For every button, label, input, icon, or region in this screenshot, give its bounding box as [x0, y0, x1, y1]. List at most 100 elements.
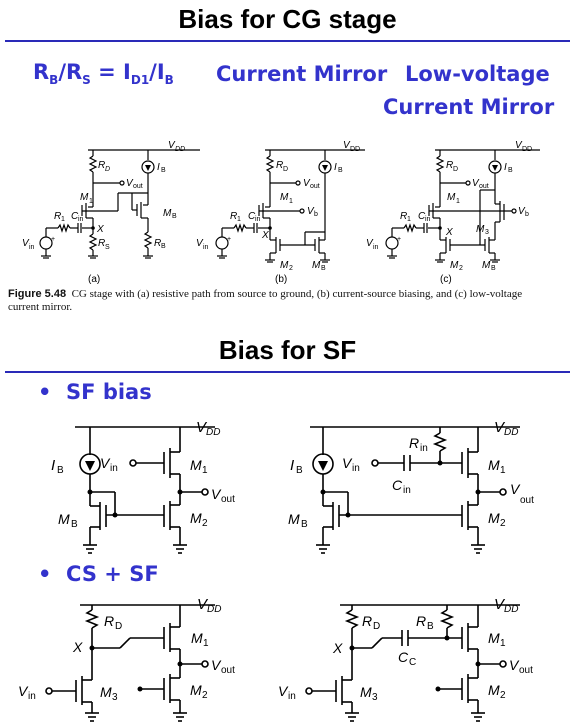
- svg-text:I: I: [334, 162, 337, 173]
- svg-text:C: C: [398, 649, 409, 665]
- svg-text:R: R: [230, 211, 237, 222]
- svg-text:C: C: [409, 657, 416, 668]
- svg-text:C: C: [392, 477, 403, 493]
- svg-text:I: I: [157, 162, 160, 173]
- svg-text:DD: DD: [175, 146, 185, 153]
- svg-text:R: R: [104, 613, 114, 629]
- svg-text:M: M: [488, 630, 500, 646]
- svg-text:1: 1: [500, 638, 506, 649]
- svg-text:B: B: [491, 265, 496, 272]
- svg-text:M: M: [191, 630, 203, 646]
- svg-text:R: R: [400, 211, 407, 222]
- label-low-voltage: Low-voltage: [405, 62, 550, 86]
- svg-text:M: M: [58, 511, 70, 527]
- svg-text:DD: DD: [350, 146, 360, 153]
- svg-text:DD: DD: [207, 604, 221, 615]
- svg-text:V: V: [18, 683, 29, 699]
- svg-text:V: V: [307, 206, 315, 217]
- svg-text:V: V: [494, 419, 506, 436]
- svg-text:3: 3: [485, 229, 489, 236]
- svg-text:1: 1: [203, 638, 209, 649]
- svg-text:in: in: [255, 216, 261, 223]
- svg-text:B: B: [296, 465, 303, 476]
- svg-text:2: 2: [202, 518, 208, 529]
- svg-text:V: V: [211, 486, 222, 502]
- svg-text:R: R: [362, 613, 372, 629]
- svg-text:V: V: [303, 178, 311, 189]
- svg-text:M: M: [312, 260, 321, 271]
- svg-text:1: 1: [89, 198, 93, 205]
- svg-text:M: M: [447, 192, 456, 203]
- svg-text:V: V: [196, 419, 208, 436]
- svg-text:in: in: [425, 216, 431, 223]
- svg-text:I: I: [290, 457, 294, 474]
- svg-text:C: C: [418, 211, 426, 222]
- svg-text:in: in: [110, 463, 118, 474]
- svg-text:V: V: [278, 683, 289, 699]
- svg-text:V: V: [366, 238, 374, 249]
- svg-text:M: M: [100, 684, 112, 700]
- svg-text:R: R: [416, 613, 426, 629]
- svg-text:1: 1: [237, 216, 241, 223]
- svg-text:V: V: [515, 140, 523, 151]
- svg-text:B: B: [57, 465, 64, 476]
- svg-text:D: D: [373, 621, 380, 632]
- label-current-mirror: Current Mirror: [216, 62, 388, 86]
- svg-text:V: V: [472, 178, 480, 189]
- svg-text:B: B: [161, 243, 166, 250]
- svg-text:(b): (b): [275, 274, 287, 285]
- svg-text:V: V: [100, 455, 111, 471]
- svg-text:R: R: [54, 211, 61, 222]
- svg-text:V: V: [196, 238, 204, 249]
- svg-text:V: V: [343, 140, 351, 151]
- svg-text:D: D: [105, 166, 110, 173]
- svg-text:3: 3: [112, 692, 118, 703]
- svg-text:in: in: [403, 485, 411, 496]
- svg-text:in: in: [373, 244, 379, 251]
- svg-text:out: out: [310, 183, 320, 190]
- svg-text:V: V: [518, 206, 526, 217]
- svg-text:R: R: [276, 160, 283, 171]
- svg-text:M: M: [488, 510, 500, 526]
- svg-text:in: in: [288, 691, 296, 702]
- svg-text:M: M: [488, 457, 500, 473]
- svg-text:D: D: [453, 166, 458, 173]
- svg-text:in: in: [420, 443, 428, 454]
- svg-text:out: out: [520, 495, 534, 506]
- svg-text:1: 1: [407, 216, 411, 223]
- title-rule-bottom: [5, 371, 570, 373]
- svg-text:M: M: [80, 192, 89, 203]
- svg-text:DD: DD: [504, 427, 518, 438]
- svg-text:out: out: [133, 183, 143, 190]
- svg-text:out: out: [519, 665, 533, 676]
- svg-text:B: B: [71, 519, 78, 530]
- svg-text:R: R: [98, 238, 105, 249]
- svg-text:R: R: [409, 435, 419, 451]
- svg-text:M: M: [280, 192, 289, 203]
- title-rule-top: [5, 40, 570, 42]
- svg-text:in: in: [203, 244, 209, 251]
- svg-text:1: 1: [289, 198, 293, 205]
- svg-text:2: 2: [500, 518, 506, 529]
- svg-text:B: B: [161, 167, 166, 174]
- svg-text:1: 1: [61, 216, 65, 223]
- label-low-voltage-mirror: Current Mirror: [383, 95, 555, 119]
- svg-text:B: B: [338, 167, 343, 174]
- svg-text:3: 3: [372, 692, 378, 703]
- svg-text:X: X: [72, 639, 83, 655]
- svg-text:M: M: [190, 682, 202, 698]
- page-title-sf: Bias for SF: [218, 335, 357, 365]
- svg-text:M: M: [488, 682, 500, 698]
- svg-text:DD: DD: [206, 427, 220, 438]
- svg-text:(a): (a): [88, 274, 100, 285]
- svg-text:M: M: [360, 684, 372, 700]
- svg-text:X: X: [96, 224, 104, 235]
- svg-text:1: 1: [500, 465, 506, 476]
- svg-text:D: D: [283, 166, 288, 173]
- bullet-cs-sf: • CS + SF: [38, 562, 159, 586]
- svg-text:(c): (c): [440, 274, 452, 285]
- svg-text:X: X: [332, 640, 343, 656]
